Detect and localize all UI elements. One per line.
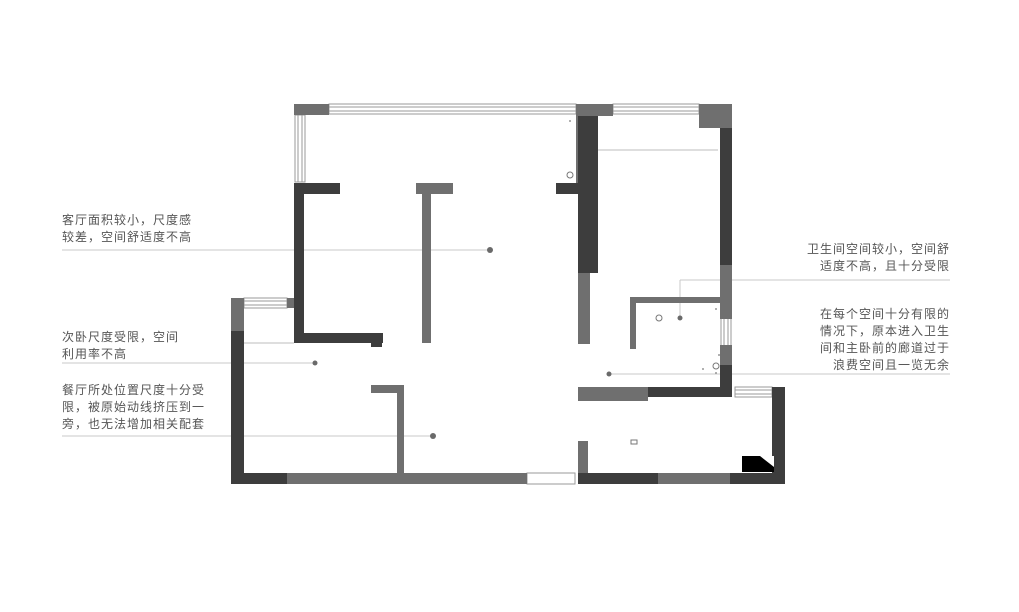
wall-living-right-grey xyxy=(576,104,579,184)
wall-core-right-edge xyxy=(584,150,590,273)
wall-kitchen-bottom-left xyxy=(578,473,658,484)
wall-bottom-left xyxy=(231,331,244,484)
note-line: 旁，也无法增加相关配套 xyxy=(62,417,206,431)
note-line: 客厅面积较小，尺度感 xyxy=(62,213,193,227)
note-line: 浪费空间且一览无余 xyxy=(832,358,950,372)
wall-kitchen-top-dark xyxy=(648,387,732,397)
wall-right-top-grey xyxy=(699,104,732,128)
walls-mid xyxy=(231,104,732,484)
note-line: 情况下，原本进入卫生 xyxy=(819,324,950,338)
door-opening-bottom xyxy=(526,472,576,485)
dot-corridor xyxy=(606,371,612,377)
fixture-circle-living xyxy=(566,171,574,179)
dot-dining xyxy=(430,433,436,439)
fixture-small-box xyxy=(630,439,638,445)
wall-bottom-small-right xyxy=(578,441,588,473)
note-dining: 餐厅所处位置尺度十分受 限，被原始动线挤压到一 旁，也无法增加相关配套 xyxy=(62,382,205,433)
wall-bath-left xyxy=(630,297,636,349)
dot-living-room xyxy=(487,247,493,253)
note-line: 限，被原始动线挤压到一 xyxy=(62,400,206,414)
note-line: 利用率不高 xyxy=(62,347,128,361)
wall-bedroom2-stub xyxy=(287,298,295,308)
wall-kitchen-right xyxy=(772,387,785,484)
wall-right-low xyxy=(720,365,732,397)
wall-living-door-stub xyxy=(371,343,382,347)
note-line: 餐厅所处位置尺度十分受 xyxy=(62,383,206,397)
wall-core-right xyxy=(556,183,579,194)
note-line: 适度不高，且十分受限 xyxy=(819,259,950,273)
wall-right-outer xyxy=(720,128,732,265)
wall-kitchen-bottom-right xyxy=(730,473,785,484)
wall-living-left xyxy=(294,183,304,343)
wall-dining-post xyxy=(397,385,404,473)
fixture-circle-bath-2 xyxy=(712,362,720,370)
wall-right-mid xyxy=(720,265,732,319)
wall-living-column xyxy=(416,183,453,194)
window-bedroom2-top xyxy=(243,297,288,309)
wall-core-top-grey xyxy=(578,104,613,116)
wall-bottom-left-horizontal xyxy=(231,473,287,484)
window-bedroom-top xyxy=(612,103,700,115)
dot-second-bedroom xyxy=(312,360,318,366)
duct-corner-cut xyxy=(760,456,774,467)
wall-core-lower xyxy=(578,273,590,344)
wall-top-left-corner xyxy=(294,104,329,115)
fixture-circle-bath xyxy=(655,314,663,322)
wall-bedroom2-left xyxy=(231,298,244,331)
note-bathroom: 卫生间空间较小，空间舒 适度不高，且十分受限 xyxy=(807,241,950,275)
wall-bath-top xyxy=(630,297,720,303)
window-kitchen-top xyxy=(734,386,773,398)
note-corridor: 在每个空间十分有限的 情况下，原本进入卫生 间和主卧前的廊道过于 浪费空间且一览… xyxy=(820,306,950,374)
wall-living-bottom xyxy=(294,333,383,343)
annotation-dots xyxy=(312,247,683,439)
note-second-bedroom: 次卧尺度受限，空间 利用率不高 xyxy=(62,329,179,363)
wall-dining-stub xyxy=(371,385,403,393)
thin-lines xyxy=(241,149,718,344)
note-line: 在每个空间十分有限的 xyxy=(819,307,950,321)
note-line: 较差，空间舒适度不高 xyxy=(62,230,193,244)
note-line: 卫生间空间较小，空间舒 xyxy=(806,242,950,256)
window-living-top xyxy=(328,103,577,115)
wall-kitchen-top xyxy=(578,387,648,401)
fixture-dots xyxy=(569,120,720,374)
note-line: 间和主卧前的廊道过于 xyxy=(819,341,950,355)
wall-kitchen-bottom xyxy=(658,473,730,484)
note-living-room: 客厅面积较小，尺度感 较差，空间舒适度不高 xyxy=(62,212,192,246)
note-line: 次卧尺度受限，空间 xyxy=(62,330,180,344)
wall-living-left-top xyxy=(294,183,340,194)
windows xyxy=(243,103,773,485)
fixtures xyxy=(566,171,720,445)
wall-right-lower xyxy=(720,345,732,365)
wall-bottom-mid xyxy=(287,473,527,484)
window-balcony-left xyxy=(294,114,306,183)
window-bathroom-right xyxy=(720,317,732,347)
walls-dark xyxy=(231,116,785,484)
dot-bathroom xyxy=(677,315,683,321)
wall-living-partition xyxy=(422,194,431,343)
